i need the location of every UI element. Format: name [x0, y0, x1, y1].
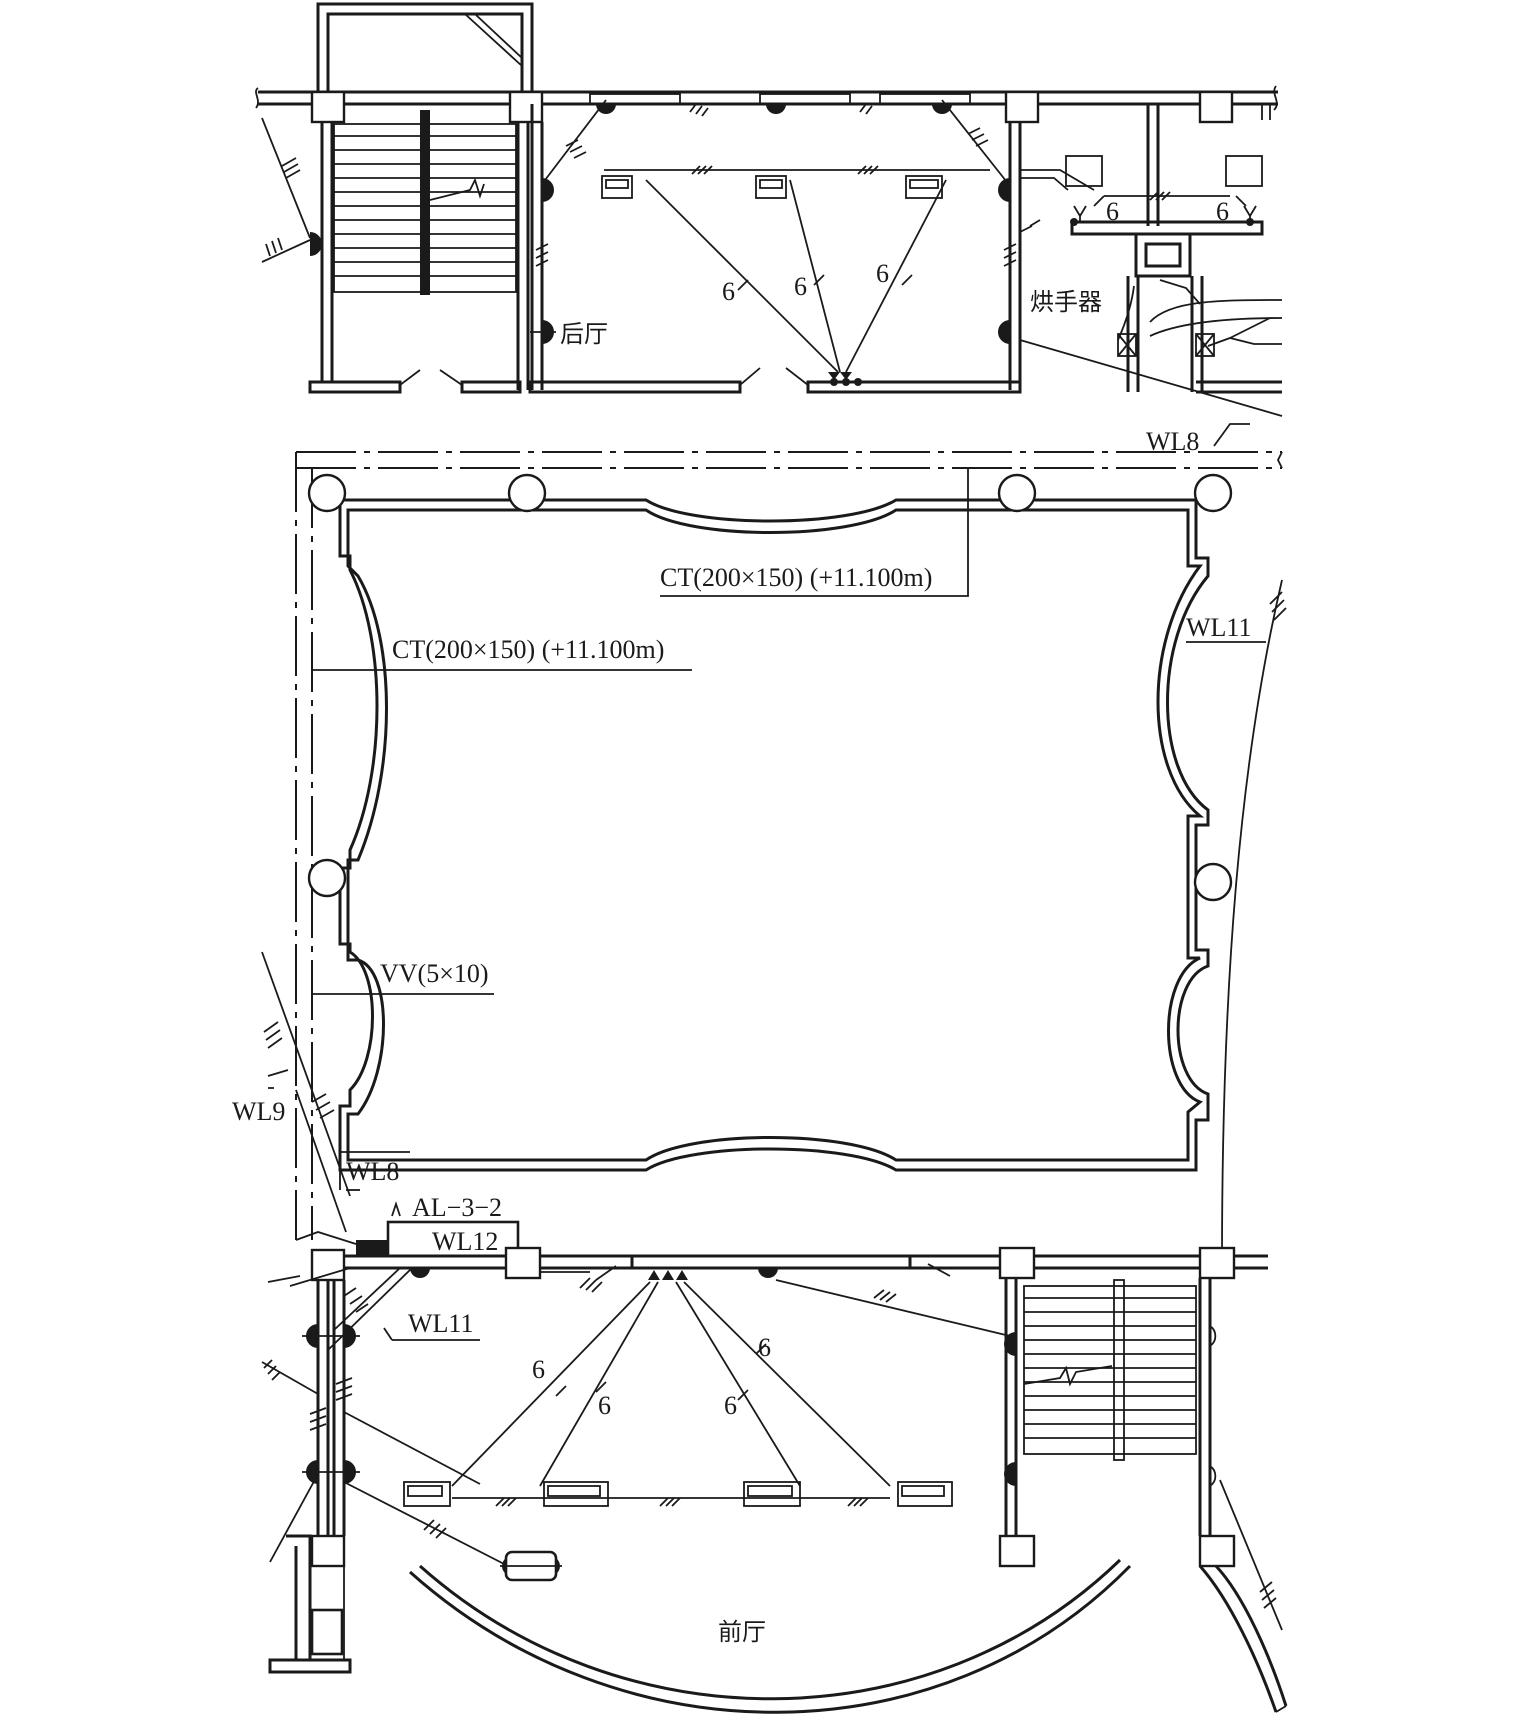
- stair-treads: [333, 110, 517, 295]
- toilet-fixture: [1065, 155, 1103, 187]
- column: [307, 858, 347, 898]
- room-label-rear-hall: 后厅: [560, 320, 608, 348]
- label-wl11-bottom: WL11: [408, 1309, 473, 1338]
- label-panel: AL−3−2: [412, 1193, 502, 1222]
- rear-hall-block: 6 6 6 后厅 6 6: [255, 2, 1283, 394]
- label-wl8-bottom: WL8: [346, 1157, 399, 1186]
- switch-cluster-front: [648, 1270, 688, 1280]
- column: [997, 473, 1037, 513]
- switch-cluster-rear: [828, 372, 862, 386]
- column: [310, 90, 346, 124]
- column: [507, 473, 547, 513]
- wire-count: 6: [794, 272, 807, 301]
- label-wl8-top: WL8: [1146, 427, 1199, 456]
- column: [1198, 90, 1234, 124]
- wire-count: 6: [532, 1355, 545, 1384]
- hand-dryer-icon: [1117, 333, 1215, 357]
- column: [1193, 473, 1233, 513]
- label-wl12: WL12: [432, 1227, 498, 1256]
- column: [307, 473, 347, 513]
- wire-count: 6: [758, 1333, 771, 1362]
- wire-count: 6: [876, 259, 889, 288]
- column: [1004, 90, 1040, 124]
- column: [998, 1246, 1036, 1280]
- label-cable-tray: CT(200×150) (+11.100m): [660, 563, 932, 592]
- column: [998, 1534, 1036, 1568]
- auditorium: CT(200×150) (+11.100m) CT(200×150) (+11.…: [307, 468, 1287, 1261]
- column: [1198, 1534, 1236, 1568]
- wire-count: 6: [722, 277, 735, 306]
- column: [310, 1534, 346, 1568]
- column: [508, 90, 544, 124]
- fluorescent-fittings-front: [403, 1481, 953, 1507]
- label-hand-dryer: 烘手器: [1030, 288, 1102, 316]
- label-wl11: WL11: [1186, 613, 1251, 642]
- front-hall-block: WL9 WL8 AL−3−2 WL12 WL11: [232, 951, 1288, 1714]
- column: [1193, 862, 1233, 902]
- label-cable-vv: VV(5×10): [380, 959, 489, 988]
- wire-count: 6: [1106, 197, 1119, 226]
- cable-tray-top: WL8: [295, 339, 1283, 1240]
- exit-light-icon: [500, 1550, 562, 1582]
- column: [504, 1246, 542, 1280]
- wall-light-row: [589, 93, 971, 117]
- label-cable-tray: CT(200×150) (+11.100m): [392, 635, 664, 664]
- wire-count: 6: [598, 1391, 611, 1420]
- toilet-fixture: [1225, 155, 1263, 187]
- wire-count: 6: [1216, 197, 1229, 226]
- room-label-front-hall: 前厅: [718, 1618, 766, 1646]
- column: [1198, 1246, 1236, 1280]
- wire-count: 6: [724, 1391, 737, 1420]
- distribution-panel: [386, 1220, 520, 1258]
- stair-treads: [1023, 1279, 1197, 1461]
- label-wl9: WL9: [232, 1097, 285, 1126]
